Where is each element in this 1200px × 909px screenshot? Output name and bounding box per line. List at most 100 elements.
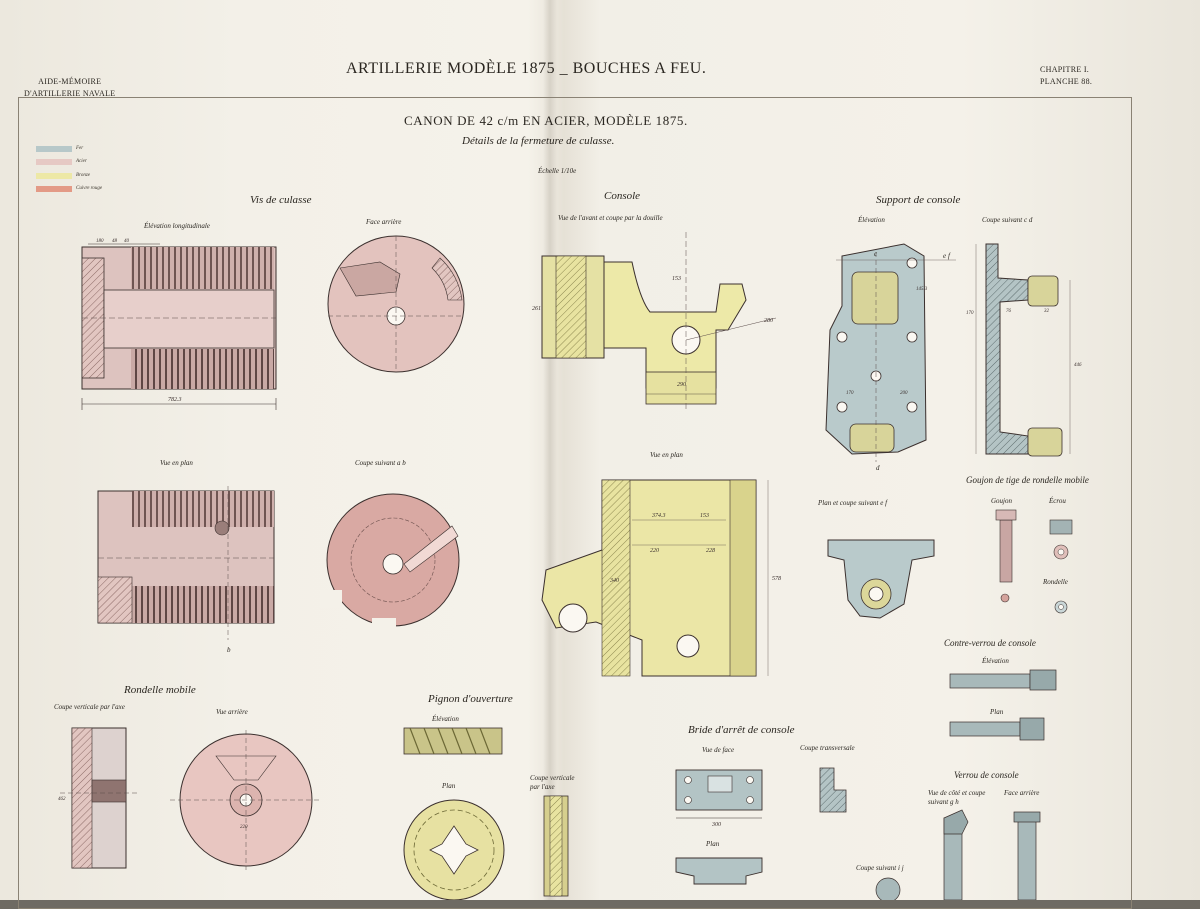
caption-coupe-ab: Coupe suivant a b bbox=[355, 459, 406, 467]
console-plan-drawing bbox=[541, 479, 769, 677]
console-vue-avant-drawing bbox=[541, 232, 777, 410]
legend-swatch-cuivre bbox=[36, 186, 72, 192]
letter-f: f bbox=[948, 252, 951, 260]
caption-elev-long: Élévation longitudinale bbox=[144, 222, 210, 230]
caption-vue-face: Vue de face bbox=[702, 746, 735, 754]
vis-face-arriere-drawing bbox=[327, 235, 465, 373]
bride-vue-face-drawing bbox=[675, 769, 763, 819]
section-title-bride: Bride d'arrêt de console bbox=[688, 724, 795, 736]
dim-support-s3: 76 bbox=[1006, 309, 1012, 314]
vis-plan-drawing bbox=[97, 486, 275, 640]
legend-label-bronze: Bronze bbox=[76, 173, 90, 178]
header-left-line2: D'ARTILLERIE NAVALE bbox=[24, 89, 116, 98]
caption-face-arriere: Face arrière bbox=[366, 218, 402, 226]
dim-vis-length: 782.3 bbox=[168, 397, 182, 403]
caption-plan-contre: Plan bbox=[990, 708, 1004, 716]
header-chapter: CHAPITRE I. bbox=[1040, 65, 1090, 74]
dim-support-w2: 200 bbox=[900, 391, 908, 396]
dim-vis-d3: 40 bbox=[124, 239, 130, 244]
dim-rondelle-d: 220 bbox=[240, 825, 248, 830]
caption-goujon: Goujon bbox=[991, 497, 1012, 505]
pignon-coupe-drawing bbox=[543, 795, 569, 897]
plate-subtitle: Détails de la fermeture de culasse. bbox=[462, 135, 615, 147]
dim-plan-w3: 220 bbox=[650, 548, 659, 554]
section-title-rondelle: Rondelle mobile bbox=[124, 684, 196, 696]
caption-coupe-verticale-pignon: Coupe verticale par l'axe bbox=[530, 774, 575, 791]
dim-plan-w4: 228 bbox=[706, 548, 715, 554]
caption-elevation-support: Élévation bbox=[858, 216, 885, 224]
header-left-line1: AIDE-MÉMOIRE bbox=[38, 77, 102, 86]
dim-vis-d2: 48 bbox=[112, 239, 118, 244]
dim-vis-d1: 180 bbox=[96, 239, 104, 244]
vis-elevation-drawing bbox=[81, 243, 277, 410]
support-elevation-drawing bbox=[825, 243, 956, 462]
caption-elevation-pignon: Élévation bbox=[432, 715, 459, 723]
letter-c: c bbox=[874, 250, 878, 258]
section-title-goujon: Goujon de tige de rondelle mobile bbox=[966, 475, 1089, 485]
caption-elevation-contre: Élévation bbox=[982, 657, 1009, 665]
dim-bride-width: 300 bbox=[711, 822, 721, 828]
vis-coupe-ab-drawing bbox=[320, 493, 460, 632]
legend-swatch-acier bbox=[36, 159, 72, 165]
caption-vue-cote: Vue de côté et coupe suivant g h bbox=[928, 789, 986, 806]
letter-b: b bbox=[227, 646, 231, 654]
contre-verrou-drawing bbox=[949, 669, 1057, 741]
dim-plan-h: 578 bbox=[772, 576, 781, 582]
dim-console-radius: 280 bbox=[764, 318, 773, 324]
support-coupe-cd-drawing bbox=[975, 243, 1071, 457]
rondelle-vue-arriere-drawing bbox=[170, 730, 322, 870]
legend-label-acier: Acier bbox=[76, 159, 87, 164]
goujon-drawing bbox=[995, 509, 1073, 614]
pignon-plan-drawing bbox=[403, 799, 505, 900]
verrou-drawing bbox=[875, 809, 1041, 900]
section-title-pignon: Pignon d'ouverture bbox=[428, 693, 513, 705]
dim-support-s1: 170 bbox=[966, 311, 974, 316]
legend-label-cuivre: Cuivre rouge bbox=[76, 186, 103, 191]
caption-vue-avant: Vue de l'avant et coupe par la douille bbox=[558, 214, 663, 222]
section-title-support: Support de console bbox=[876, 194, 961, 206]
caption-plan-pignon: Plan bbox=[442, 782, 456, 790]
dim-plan-w1: 374.3 bbox=[651, 512, 666, 519]
section-title-verrou: Verrou de console bbox=[954, 770, 1019, 780]
dim-plan-w2: 153 bbox=[700, 513, 709, 519]
letter-e: e bbox=[943, 252, 946, 260]
caption-rondelle: Rondelle bbox=[1043, 578, 1068, 586]
bride-coupe-transversale-drawing bbox=[819, 767, 847, 813]
letter-d: d bbox=[876, 464, 880, 472]
plate-scale: Échelle 1/10e bbox=[538, 167, 577, 175]
legend-swatch-bronze bbox=[36, 173, 72, 179]
header-planche: PLANCHE 88. bbox=[1040, 77, 1093, 86]
caption-coupe-transversale: Coupe transversale bbox=[800, 744, 855, 752]
caption-face-arriere-verrou: Face arrière bbox=[1004, 789, 1040, 797]
caption-vue-plan-vis: Vue en plan bbox=[160, 459, 193, 467]
pignon-elevation-drawing bbox=[403, 727, 503, 755]
dim-support-s2: 446 bbox=[1074, 363, 1082, 368]
caption-vue-plan-console: Vue en plan bbox=[650, 451, 683, 459]
rondelle-coupe-drawing bbox=[60, 727, 140, 869]
dim-console-angle: 153 bbox=[672, 276, 681, 282]
header-main-title: ARTILLERIE MODÈLE 1875 _ BOUCHES A FEU. bbox=[346, 60, 707, 77]
section-title-contre-verrou: Contre-verrou de console bbox=[944, 638, 1036, 648]
bride-plan-drawing bbox=[675, 857, 763, 885]
dim-support-s4: 32 bbox=[1044, 309, 1050, 314]
dim-support-h: 145.3 bbox=[916, 287, 928, 292]
legend-swatch-fer bbox=[36, 146, 72, 152]
dim-rondelle-h: 462 bbox=[58, 797, 66, 802]
dim-console-side: 261 bbox=[532, 306, 541, 312]
plate-title: CANON DE 42 c/m EN ACIER, MODÈLE 1875. bbox=[404, 113, 688, 128]
dim-plan-a: 340 bbox=[609, 577, 619, 584]
support-plan-ef-drawing bbox=[827, 539, 935, 619]
caption-vue-arriere: Vue arrière bbox=[216, 708, 248, 716]
caption-plan-bride: Plan bbox=[706, 840, 720, 848]
dim-support-w1: 170 bbox=[846, 391, 854, 396]
section-title-vis: Vis de culasse bbox=[250, 194, 312, 206]
caption-coupe-ij: Coupe suivant i j bbox=[856, 864, 904, 872]
caption-coupe-cd: Coupe suivant c d bbox=[982, 216, 1033, 224]
legend-label-fer: Fer bbox=[76, 146, 84, 151]
caption-plan-ef: Plan et coupe suivant e f bbox=[818, 499, 888, 507]
page-fold-shadow bbox=[543, 0, 557, 900]
caption-ecrou: Écrou bbox=[1049, 497, 1066, 505]
header-left: AIDE-MÉMOIRE D'ARTILLERIE NAVALE bbox=[24, 76, 115, 100]
